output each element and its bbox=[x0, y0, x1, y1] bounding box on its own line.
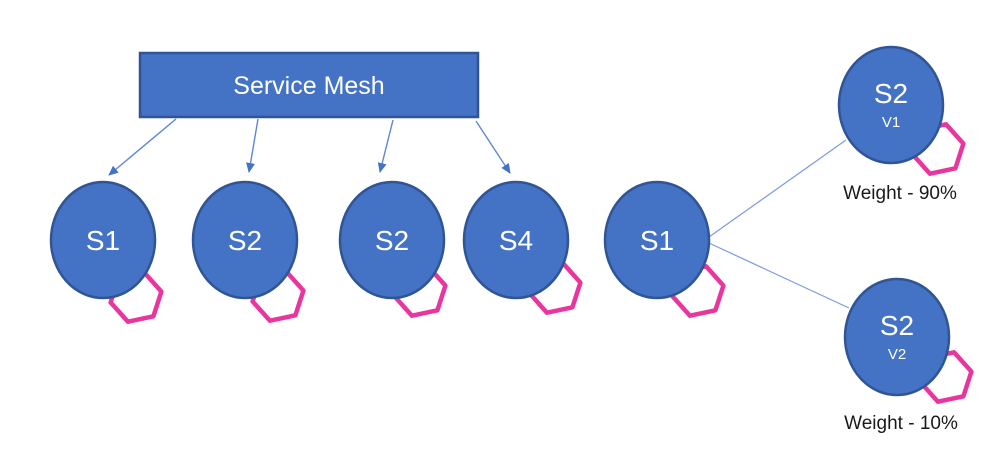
service-node-s2-a: S2 bbox=[191, 180, 306, 323]
line-s1-to-s2v1 bbox=[708, 139, 847, 238]
arrow-mesh-to-s1 bbox=[108, 118, 177, 176]
line-s1-to-s2v2 bbox=[708, 242, 850, 309]
service-circle bbox=[338, 180, 446, 300]
service-circle bbox=[191, 180, 299, 300]
service-label: S2 bbox=[228, 225, 262, 256]
service-node-s2-b: S2 bbox=[338, 180, 448, 318]
service-node-s2-v2: S2 V2 bbox=[843, 277, 974, 404]
service-node-s4: S4 bbox=[462, 180, 583, 315]
arrow-mesh-to-s2b bbox=[377, 119, 394, 173]
service-label: S2 bbox=[880, 310, 914, 341]
service-circle bbox=[843, 277, 951, 397]
service-mesh-box-label: Service Mesh bbox=[233, 72, 384, 100]
service-label: S4 bbox=[499, 225, 533, 256]
weight-label-v1: Weight - 90% bbox=[843, 183, 957, 204]
service-label: S2 bbox=[375, 225, 409, 256]
service-mesh-box bbox=[138, 51, 480, 119]
service-label: S2 bbox=[874, 78, 908, 109]
service-version-label: V2 bbox=[888, 346, 906, 363]
service-circle bbox=[837, 45, 945, 165]
arrow-mesh-to-s2a bbox=[246, 118, 259, 173]
service-label: S1 bbox=[640, 225, 674, 256]
service-circle bbox=[49, 180, 157, 300]
weight-label-v2: Weight - 10% bbox=[844, 413, 958, 434]
service-node-s1-right: S1 bbox=[603, 180, 726, 318]
service-version-label: V1 bbox=[882, 114, 900, 131]
service-node-s2-v1: S2 V1 bbox=[837, 45, 966, 176]
arrow-mesh-to-s4 bbox=[475, 120, 511, 174]
service-circle bbox=[603, 180, 711, 300]
service-label: S1 bbox=[86, 225, 120, 256]
service-circle bbox=[462, 180, 570, 300]
service-node-s1-left: S1 bbox=[49, 180, 164, 324]
